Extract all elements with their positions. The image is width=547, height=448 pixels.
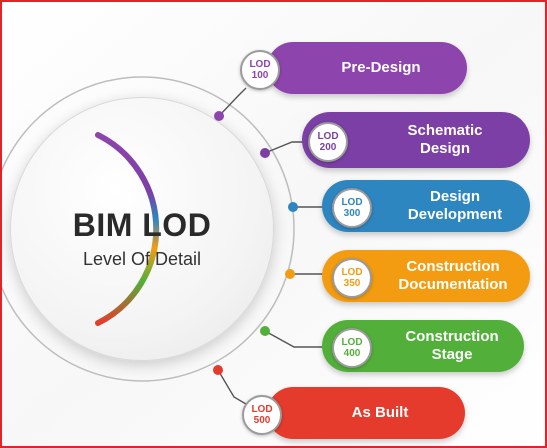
dot-300 xyxy=(288,202,298,212)
pill-label: As Built xyxy=(351,404,409,421)
badge-number: 100 xyxy=(251,70,269,81)
badge-number: 400 xyxy=(343,348,361,359)
badge-prefix: LOD xyxy=(341,337,363,348)
connector-500 xyxy=(217,369,247,405)
dot-100 xyxy=(214,111,224,121)
dot-350 xyxy=(285,269,295,279)
badge-prefix: LOD xyxy=(249,59,271,70)
pill-label: Pre-Design xyxy=(341,59,421,76)
pill-label: Construction Stage xyxy=(405,328,499,363)
pill-label: Schematic Design xyxy=(407,122,483,157)
pill-label: Construction Documentation xyxy=(398,258,508,293)
pill-pre-design: Pre-Design xyxy=(267,42,467,94)
badge-prefix: LOD xyxy=(341,267,363,278)
badge-number: 200 xyxy=(319,142,337,153)
badge-lod-500: LOD 500 xyxy=(242,395,282,435)
badge-lod-100: LOD 100 xyxy=(240,50,280,90)
badge-prefix: LOD xyxy=(341,197,363,208)
hub-title: BIM LOD xyxy=(72,207,212,243)
hub-subtitle: Level Of Detail xyxy=(82,249,202,269)
badge-lod-300: LOD 300 xyxy=(332,188,372,228)
connector-400 xyxy=(264,330,332,348)
connector-100 xyxy=(218,87,247,117)
dot-400 xyxy=(260,326,270,336)
badge-lod-400: LOD 400 xyxy=(332,328,372,368)
dot-200 xyxy=(260,148,270,158)
badge-lod-200: LOD 200 xyxy=(308,122,348,162)
hub-circle xyxy=(10,97,274,361)
badge-number: 300 xyxy=(343,208,361,219)
badge-number: 500 xyxy=(253,415,271,426)
badge-lod-350: LOD 350 xyxy=(332,258,372,298)
pill-as-built: As Built xyxy=(267,387,465,439)
pill-label: Design Development xyxy=(407,188,503,223)
badge-prefix: LOD xyxy=(317,131,339,142)
progress-arc xyxy=(95,132,160,326)
dot-500 xyxy=(213,365,223,375)
badge-number: 350 xyxy=(343,278,361,289)
outer-ring xyxy=(2,76,295,382)
badge-prefix: LOD xyxy=(251,404,273,415)
connector-200 xyxy=(264,141,307,154)
